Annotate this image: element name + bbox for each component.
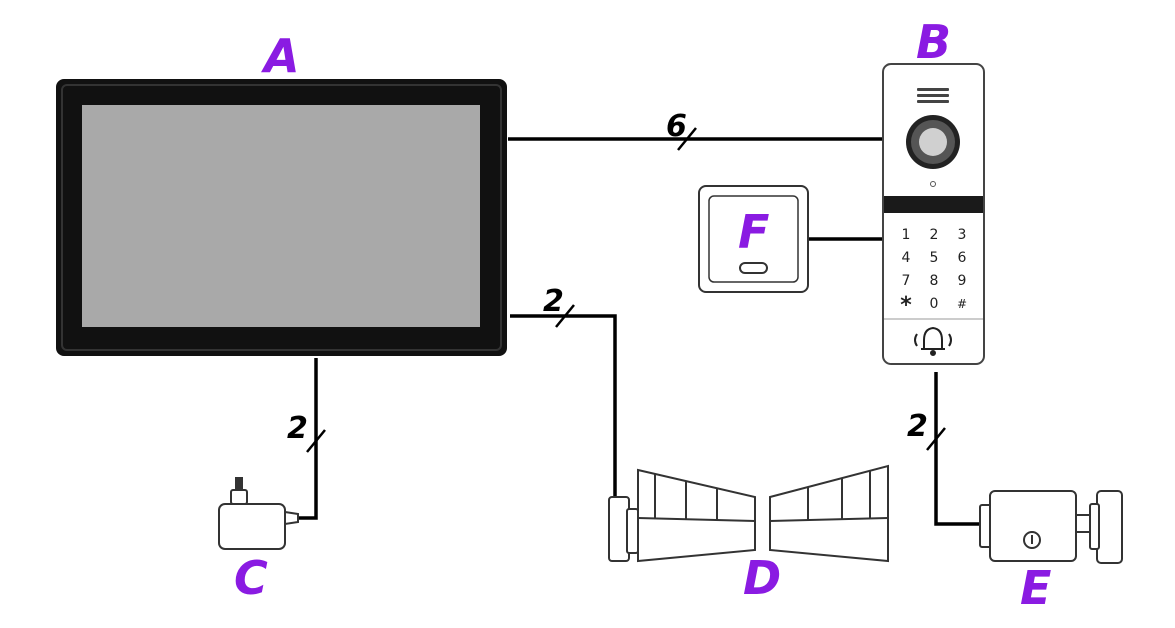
wire-count-station-lock: 2 bbox=[907, 409, 928, 444]
gate-wing-left-rail bbox=[637, 517, 756, 522]
power-supply bbox=[218, 477, 299, 550]
lock-body bbox=[989, 490, 1077, 562]
key-hash: # bbox=[957, 297, 967, 311]
key-4: 4 bbox=[902, 250, 911, 266]
key-3: 3 bbox=[958, 227, 967, 243]
key-star: * bbox=[900, 293, 912, 318]
wire-slash-2-lock bbox=[926, 427, 946, 451]
wire-count-monitor-station: 6 bbox=[666, 109, 687, 144]
key-7: 7 bbox=[902, 273, 911, 289]
wire-monitor-gate bbox=[510, 314, 617, 498]
reader-led bbox=[739, 262, 768, 274]
adapter-body bbox=[218, 503, 286, 550]
label-a: A bbox=[261, 29, 300, 83]
lock-striker-outer bbox=[1096, 490, 1123, 564]
wire-count-monitor-gate: 2 bbox=[543, 284, 564, 319]
gate-wing-right bbox=[769, 464, 889, 563]
wire-slash-2-gate bbox=[555, 304, 575, 328]
key-2: 2 bbox=[930, 227, 939, 243]
speaker-grille-line bbox=[917, 88, 949, 91]
reader-inner bbox=[708, 195, 799, 283]
key-1: 1 bbox=[902, 227, 911, 243]
lock-bolt bbox=[1075, 514, 1091, 533]
label-d: D bbox=[743, 551, 781, 605]
wire-count-monitor-power: 2 bbox=[287, 411, 308, 446]
adapter-cable-strain bbox=[284, 510, 299, 526]
camera-lens-inner bbox=[919, 128, 947, 156]
key-6: 6 bbox=[958, 250, 967, 266]
key-5: 5 bbox=[930, 250, 939, 266]
wire-station-lock bbox=[934, 372, 980, 526]
key-8: 8 bbox=[930, 273, 939, 289]
gate-drive bbox=[608, 464, 889, 563]
wire-slash-6 bbox=[677, 127, 697, 151]
adapter-base bbox=[230, 489, 248, 505]
label-c: C bbox=[234, 551, 268, 605]
speaker-grille-line bbox=[917, 94, 949, 97]
monitor-bezel-highlight bbox=[61, 84, 502, 351]
monitor-screen bbox=[82, 105, 480, 327]
door-station bbox=[882, 63, 985, 365]
wire-slash-2-power bbox=[306, 429, 326, 453]
bell-icon bbox=[914, 326, 952, 356]
monitor bbox=[56, 79, 507, 356]
label-e: E bbox=[1020, 561, 1051, 615]
label-f: F bbox=[738, 205, 769, 259]
key-0: 0 bbox=[930, 296, 939, 312]
speaker-grille-line bbox=[917, 100, 949, 103]
card-reader bbox=[698, 185, 809, 293]
key-9: 9 bbox=[958, 273, 967, 289]
gate-wing-right-rail bbox=[769, 517, 889, 522]
wires bbox=[298, 137, 980, 526]
rfid-strip bbox=[884, 196, 983, 213]
keypad: 1 2 3 4 5 6 7 8 9 * 0 # bbox=[900, 227, 967, 318]
mic-hole bbox=[930, 181, 936, 187]
label-b: B bbox=[916, 15, 951, 69]
gate-post-left-cap bbox=[626, 508, 639, 554]
wire-monitor-power bbox=[298, 358, 318, 520]
lock-striker-inner bbox=[1089, 503, 1100, 550]
electric-lock bbox=[979, 490, 1123, 564]
